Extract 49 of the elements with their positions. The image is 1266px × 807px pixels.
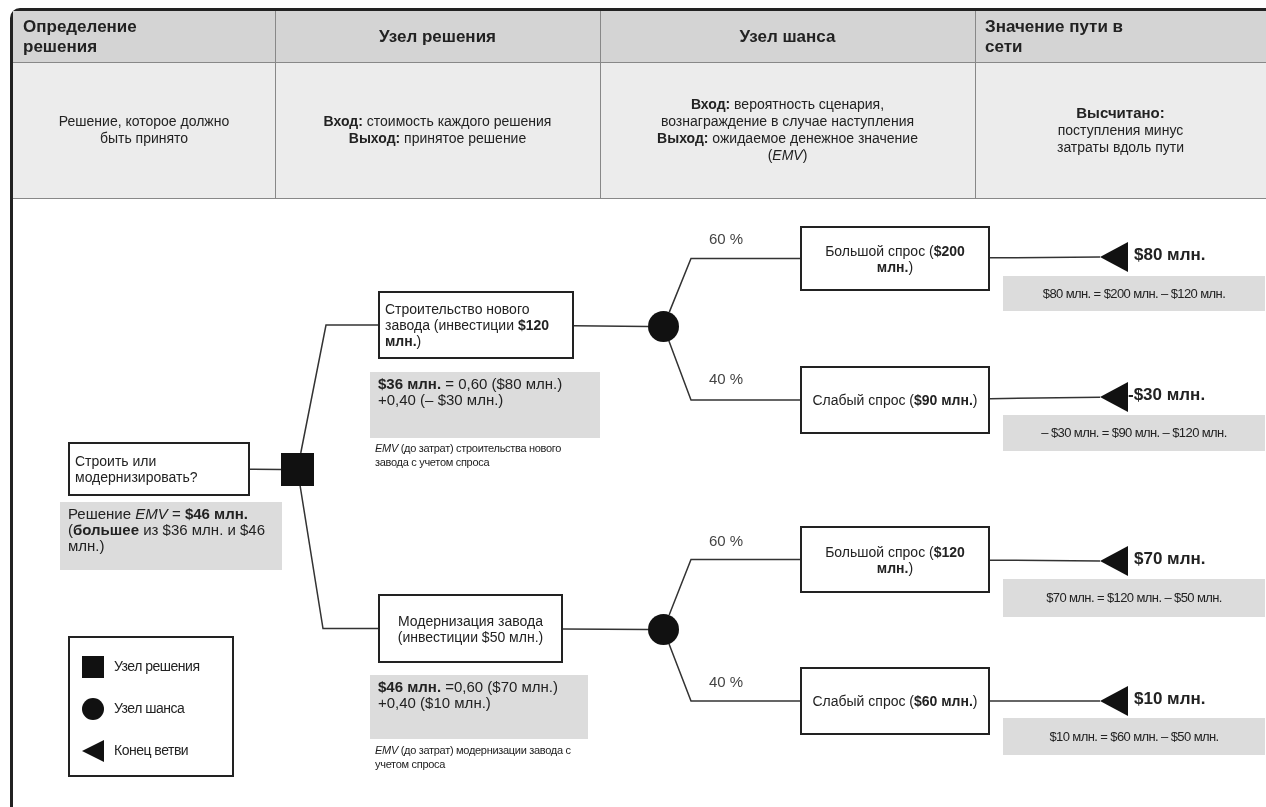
emv-formula: $46 млн. =0,60 ($70 млн.) +0,40 ($10 млн.) (370, 675, 588, 739)
outcome-box: Слабый спрос ($60 млн.) (800, 667, 990, 735)
connector-line (989, 256, 1101, 259)
payoff-value: -$30 млн. (1128, 385, 1206, 405)
emv-note: Решение EMV = $46 млн. (большее из $36 млн. и $46 млн.) (60, 502, 282, 570)
outcome-box: Слабый спрос ($90 млн.) (800, 366, 990, 434)
payoff-formula: $80 млн. = $200 млн. – $120 млн. (1003, 276, 1265, 311)
connector-line (249, 468, 282, 471)
connector-line (299, 485, 379, 630)
decision-box: Строить или модернизировать? (68, 442, 250, 496)
connector-line (989, 396, 1101, 400)
option-box: Модернизация завода (инвестиции $50 млн.) (378, 594, 563, 663)
connector-line (668, 257, 801, 313)
connector-line (668, 643, 801, 702)
payoff-value: $10 млн. (1134, 689, 1206, 709)
column-header: Узел решения (378, 26, 496, 47)
cell-text: Решение, которое должно быть принято (57, 113, 231, 147)
connector-line (989, 559, 1101, 562)
caption-text: EMV (до затрат) модернизации завода с учетом спроса (375, 743, 572, 771)
chance-node-circle (648, 614, 679, 645)
connector-line (300, 324, 379, 454)
emv-formula: $36 млн. = 0,60 ($80 млн.) +0,40 (– $30 млн.) (370, 372, 600, 438)
connector-line (668, 340, 801, 401)
legend-label: Узел решения (114, 658, 200, 674)
column-header: Определение решения (23, 16, 138, 57)
connector-line (573, 325, 649, 328)
decision-node-square (281, 453, 314, 486)
connector-line (989, 700, 1101, 702)
cell-text: Выход: ожидаемое денежное значение (EMV) (656, 130, 919, 164)
chance-node-circle (648, 311, 679, 342)
payoff-value: $70 млн. (1134, 549, 1206, 569)
legend-label: Узел шанса (114, 700, 185, 716)
payoff-formula: $70 млн. = $120 млн. – $50 млн. (1003, 579, 1265, 617)
column-header: Узел шанса (739, 26, 836, 47)
payoff-value: $80 млн. (1134, 245, 1206, 265)
payoff-formula: – $30 млн. = $90 млн. – $120 млн. (1003, 415, 1265, 451)
connector-line (668, 558, 801, 616)
cell-text: Выход: принятое решение (348, 130, 527, 147)
cell-text: Вход: стоимость каждого решения (323, 113, 552, 130)
option-box: Строительство нового завода (инвестиции $120 млн.) (378, 291, 574, 359)
outcome-box: Большой спрос ($200 млн.) (800, 226, 990, 291)
caption-text: EMV (до затрат) строительства нового завода с учетом спроса (375, 441, 563, 469)
payoff-formula: $10 млн. = $60 млн. – $50 млн. (1003, 718, 1265, 755)
cell-text: Высчитано: (1076, 104, 1165, 122)
column-header: Значение пути в сети (985, 16, 1125, 57)
legend-label: Конец ветви (114, 742, 189, 758)
connector-line (562, 628, 649, 631)
cell-text: поступления минус затраты вдоль пути (1055, 122, 1185, 156)
outcome-box: Большой спрос ($120 млн.) (800, 526, 990, 593)
